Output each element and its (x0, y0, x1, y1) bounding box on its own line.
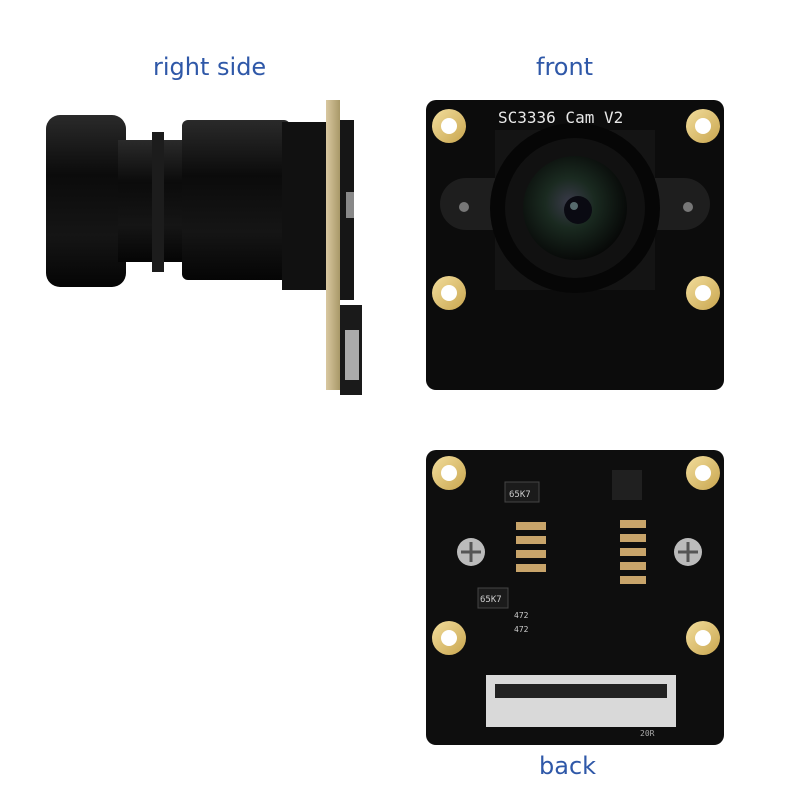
caption-back: back (539, 752, 597, 780)
side-lens-group (46, 100, 362, 395)
caption-front: front (536, 53, 594, 81)
ic-mark-2: 65K7 (480, 595, 502, 605)
back-board: 65K7 65K7 472 472 20R (426, 450, 724, 745)
res-mark-1: 472 (514, 611, 529, 620)
res-mark-2: 472 (514, 625, 529, 634)
front-board: SC3336 Cam V2 (426, 100, 724, 390)
connector-mark: 20R (640, 729, 655, 738)
caption-right-side: right side (153, 53, 267, 81)
ic-mark-1: 65K7 (509, 490, 531, 500)
silkscreen-label: SC3336 Cam V2 (498, 108, 623, 127)
